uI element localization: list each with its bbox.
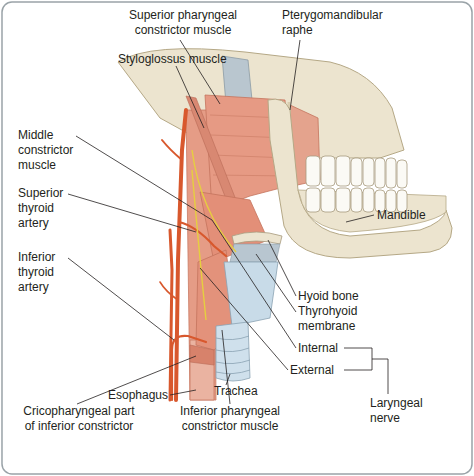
part-label: Esophagus — [108, 388, 178, 403]
leader-lines — [68, 40, 374, 404]
part-label: Pterygomandibular raphe — [282, 8, 402, 38]
thyroid-cartilage — [224, 262, 278, 326]
part-label: Middle constrictor muscle — [18, 128, 90, 173]
hyoid — [232, 232, 282, 244]
part-label: Trachea — [214, 384, 284, 399]
part-label: Superior thyroid artery — [18, 186, 80, 231]
part-label: Thyrohyoid membrane — [298, 304, 388, 334]
part-label: Styloglossus muscle — [118, 52, 258, 67]
part-label: Internal — [298, 341, 358, 356]
part-label: Mandible — [377, 208, 457, 223]
trachea — [216, 322, 250, 381]
part-label: Cricopharyngeal part of inferior constri… — [18, 404, 140, 434]
esophagus — [190, 340, 214, 400]
mandible — [268, 99, 452, 258]
part-label: External — [290, 363, 350, 378]
part-label: Hyoid bone — [298, 289, 398, 304]
cricopharyngeus — [190, 345, 214, 365]
part-label: Superior pharyngeal constrictor muscle — [108, 8, 258, 38]
part-label: Inferior pharyngeal constrictor muscle — [170, 404, 290, 434]
nerves — [192, 150, 236, 320]
teeth — [306, 156, 407, 212]
part-label: Laryngeal nerve — [370, 396, 440, 426]
bracket — [344, 348, 388, 394]
tracheal-rings — [216, 336, 250, 374]
part-label: Inferior thyroid artery — [18, 250, 80, 295]
